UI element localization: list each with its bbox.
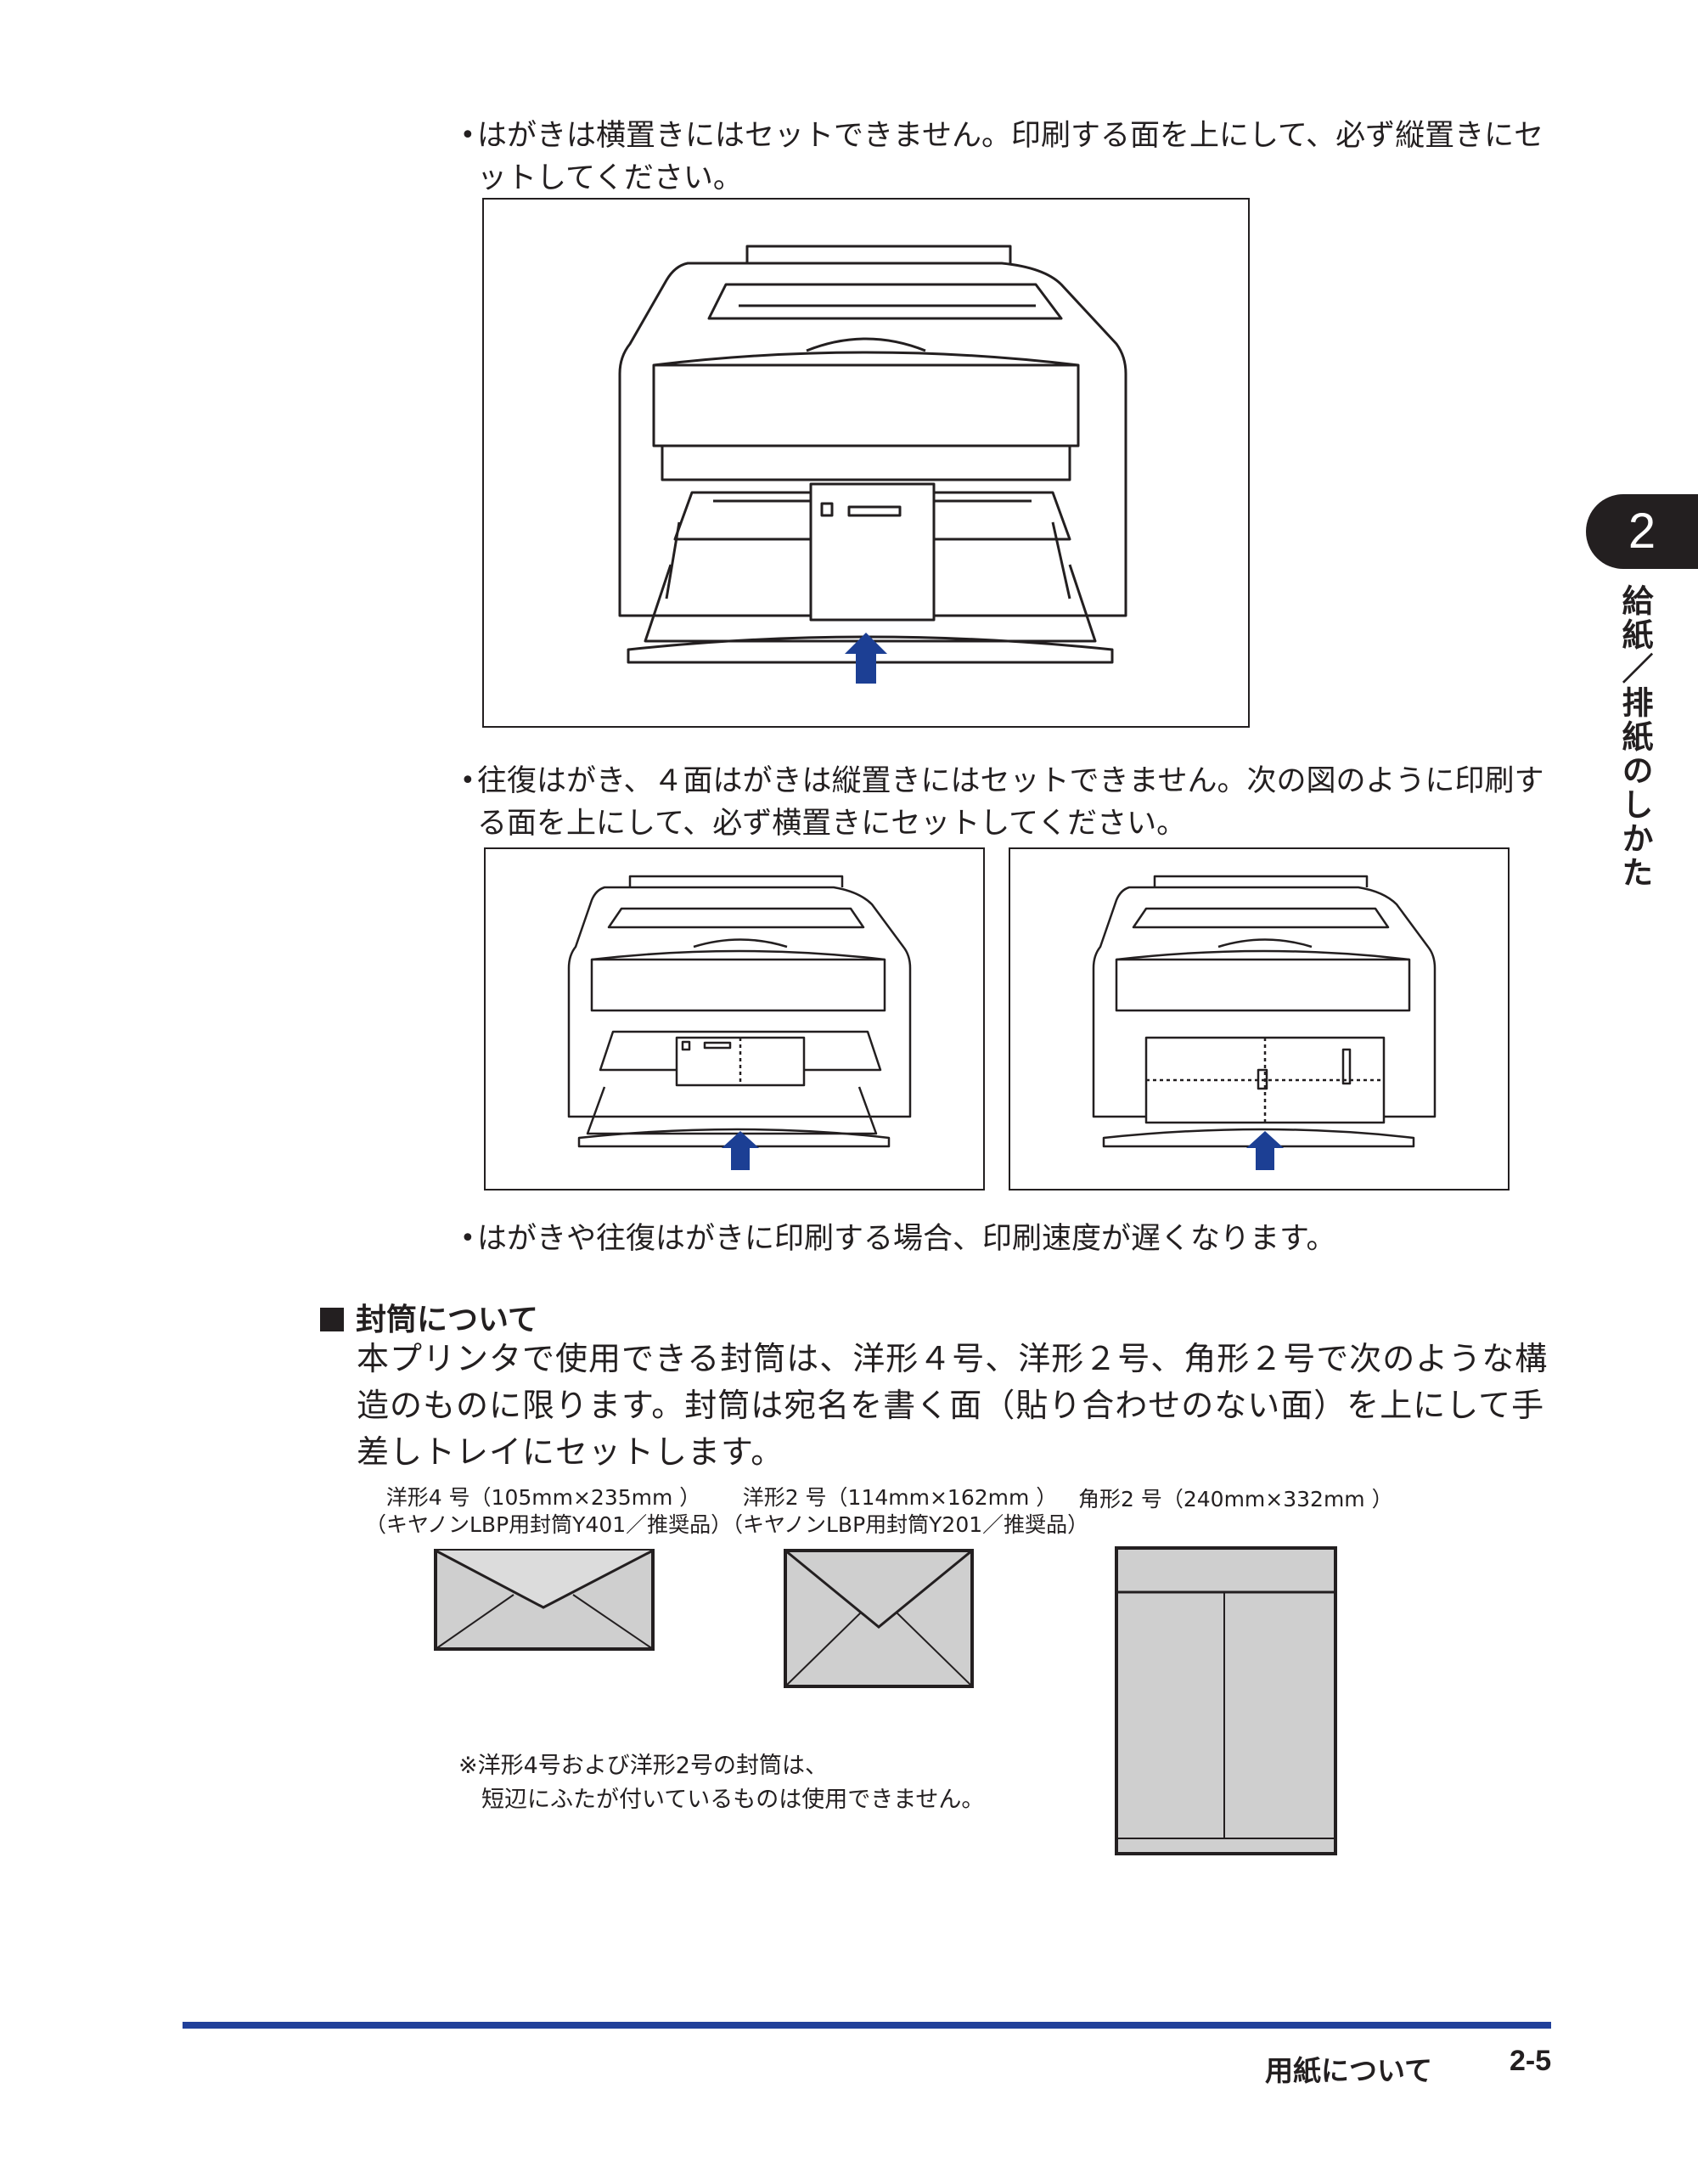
insert-arrow-icon <box>722 1131 759 1170</box>
envelope-youkei4-drawing <box>434 1549 655 1651</box>
bullet-text: 往復はがき、４面はがきは縦置きにはセットできません。次の図のように印刷する面を上… <box>477 764 1544 841</box>
envelope-youkei2-drawing <box>784 1549 974 1688</box>
figure-postcard-portrait <box>482 198 1250 728</box>
bullet-postcard-orientation: • はがきは横置きにはセットできません。印刷する面を上にして、必ず縦置きにセット… <box>460 115 1555 200</box>
note-line: ※洋形4号および洋形2号の封筒は、 <box>458 1753 828 1779</box>
footer-section-title: 用紙について <box>1265 2054 1433 2087</box>
chapter-title: 給紙／排紙のしかた <box>1616 584 1653 890</box>
bullet-print-speed: • はがきや往復はがきに印刷する場合、印刷速度が遅くなります。 <box>460 1218 1555 1260</box>
figure-four-panel-postcard-landscape <box>1009 847 1510 1191</box>
envelope-section-heading: 封筒について <box>320 1295 538 1339</box>
figure-return-postcard-landscape <box>484 847 985 1191</box>
heading-square-icon <box>320 1308 344 1331</box>
bullet-dot: • <box>460 1224 475 1253</box>
envelope-name: 洋形4 号（105mm×235mm ） <box>385 1485 701 1510</box>
bullet-text: はがきは横置きにはセットできません。印刷する面を上にして、必ず縦置きにセットして… <box>477 119 1544 195</box>
envelope-label-youkei4: 洋形4 号（105mm×235mm ） （キヤノンLBP用封筒Y401／推奨品） <box>365 1484 733 1539</box>
envelope-label-kakugata2: 角形2 号（240mm×332mm ） <box>1078 1486 1401 1513</box>
envelope-note: ※洋形4号および洋形2号の封筒は、 短辺にふたが付いているものは使用できません。 <box>458 1749 1053 1817</box>
envelope-kakugata2-drawing <box>1115 1546 1337 1855</box>
bullet-dot: • <box>460 121 475 150</box>
envelope-name: 角形2 号（240mm×332mm ） <box>1078 1487 1393 1511</box>
envelope-section-body: 本プリンタで使用できる封筒は、洋形４号、洋形２号、角形２号で次のような構造のもの… <box>357 1340 1549 1471</box>
heading-text: 封筒について <box>356 1303 538 1337</box>
footer-page-number: 2-5 <box>1510 2045 1552 2077</box>
printer-return-postcard-illustration <box>567 875 912 1170</box>
bullet-return-postcard: • 往復はがき、４面はがきは縦置きにはセットできません。次の図のように印刷する面… <box>460 760 1555 845</box>
insert-arrow-icon <box>845 633 887 684</box>
note-line: 短辺にふたが付いているものは使用できません。 <box>481 1787 985 1813</box>
bullet-text: はがきや往復はがきに印刷する場合、印刷速度が遅くなります。 <box>477 1222 1336 1256</box>
insert-arrow-icon <box>1246 1131 1284 1170</box>
printer-four-panel-postcard-illustration <box>1092 875 1437 1170</box>
printer-postcard-illustration <box>618 245 1127 684</box>
footer-rule <box>183 2022 1551 2029</box>
envelope-label-youkei2: 洋形2 号（114mm×162mm ） （キヤノンLBP用封筒Y201／推奨品） <box>722 1484 1089 1539</box>
envelope-sub: （キヤノンLBP用封筒Y201／推奨品） <box>722 1512 1089 1537</box>
envelope-sub: （キヤノンLBP用封筒Y401／推奨品） <box>365 1512 733 1537</box>
bullet-dot: • <box>460 766 475 796</box>
chapter-number-tab: 2 <box>1586 494 1698 569</box>
envelope-name: 洋形2 号（114mm×162mm ） <box>742 1485 1058 1510</box>
